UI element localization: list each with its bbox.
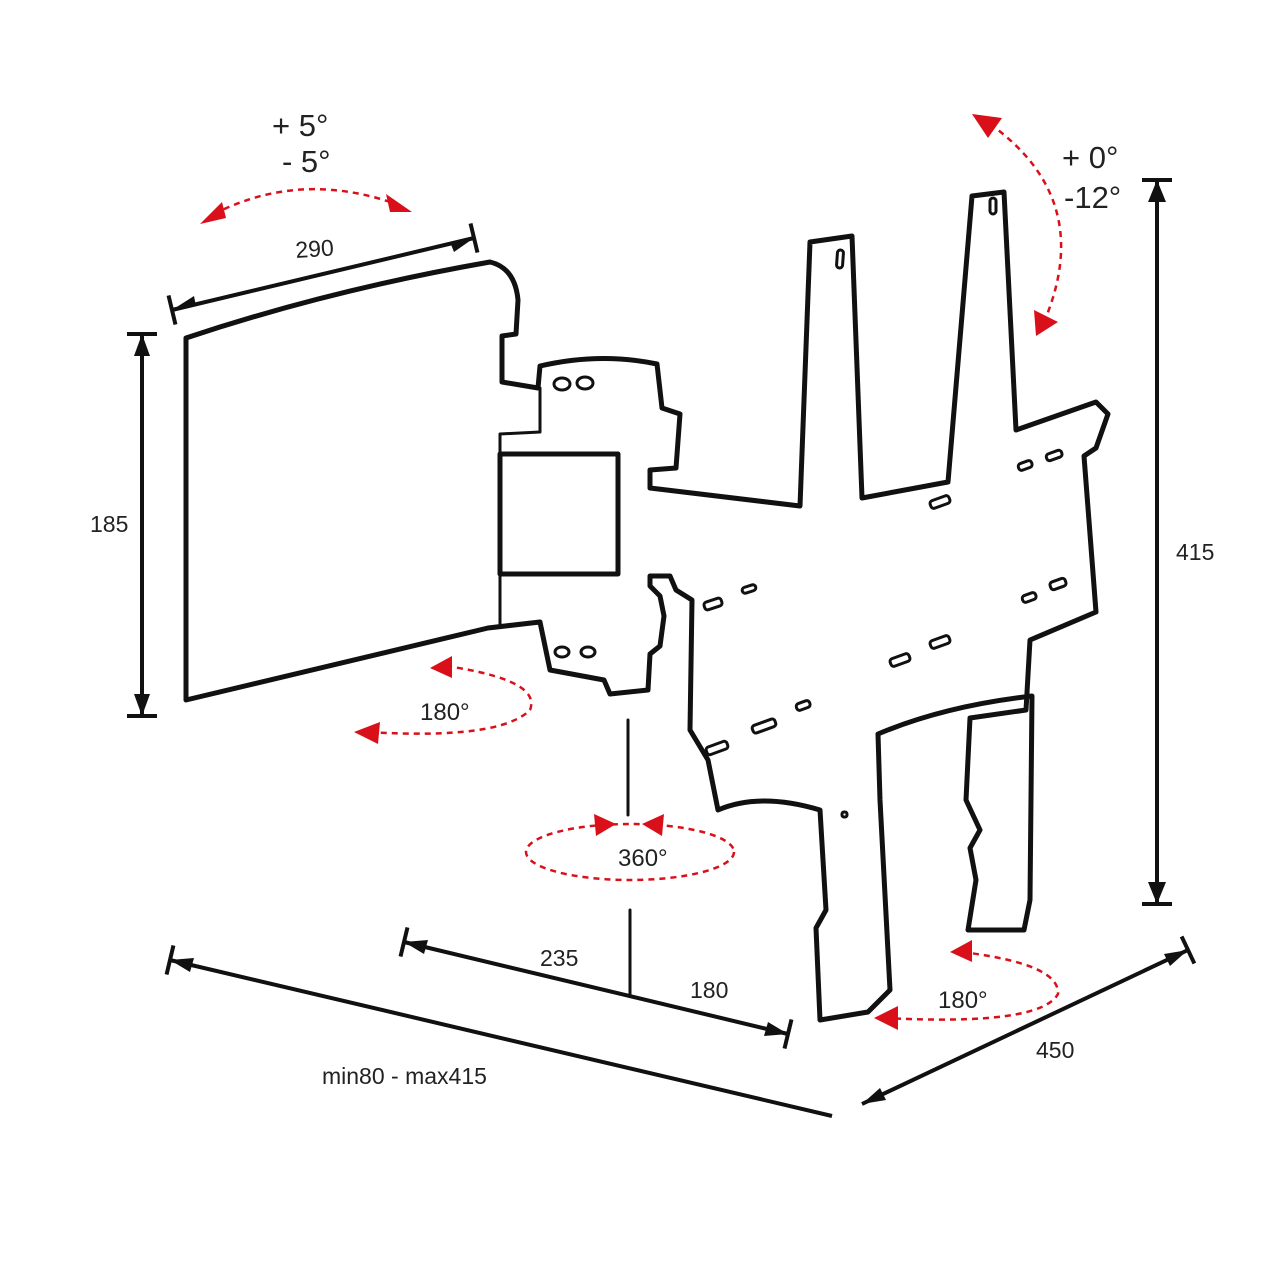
dim-depth xyxy=(861,935,1197,1106)
depth-label: 450 xyxy=(1036,1037,1074,1063)
arm-first-label: 235 xyxy=(540,945,578,971)
plate-width-label: 290 xyxy=(295,234,335,263)
dim-extension xyxy=(164,944,833,1118)
wall-rotation-arrow xyxy=(354,656,533,744)
arm-hinge-top xyxy=(498,386,542,456)
hinge-hole-4 xyxy=(579,645,597,659)
tv-rotation-label: 180° xyxy=(938,987,988,1014)
arm-window xyxy=(497,451,621,577)
wall-rotation-label: 180° xyxy=(420,699,470,726)
dim-plate-width xyxy=(166,222,480,326)
tilt-right-minus-label: -12° xyxy=(1064,180,1121,215)
plate-height-label: 185 xyxy=(90,511,128,537)
hinge-hole-1 xyxy=(552,376,572,392)
center-rotation-ring xyxy=(524,814,736,882)
tilt-left-plus-label: + 5° xyxy=(272,108,328,143)
tilt-right-arrow xyxy=(972,114,1063,336)
arm-hinge-bottom xyxy=(498,572,542,628)
dim-arm xyxy=(398,926,794,1050)
overall-height-label: 415 xyxy=(1176,539,1214,565)
tv-rotation-arrow xyxy=(874,940,1060,1030)
extension-label: min80 - max415 xyxy=(322,1063,487,1089)
dim-extension-arrow xyxy=(170,958,194,972)
vesa-slots xyxy=(702,196,1068,819)
wall-plate xyxy=(183,189,1111,1023)
tilt-left-arrow xyxy=(200,187,412,224)
tilt-left-minus-label: - 5° xyxy=(282,144,331,179)
hinge-hole-3 xyxy=(553,645,571,659)
center-rotation-label: 360° xyxy=(618,845,668,872)
tilt-right-plus-label: + 0° xyxy=(1062,140,1118,175)
arm-second-label: 180 xyxy=(690,977,728,1003)
hinge-hole-2 xyxy=(575,375,595,391)
